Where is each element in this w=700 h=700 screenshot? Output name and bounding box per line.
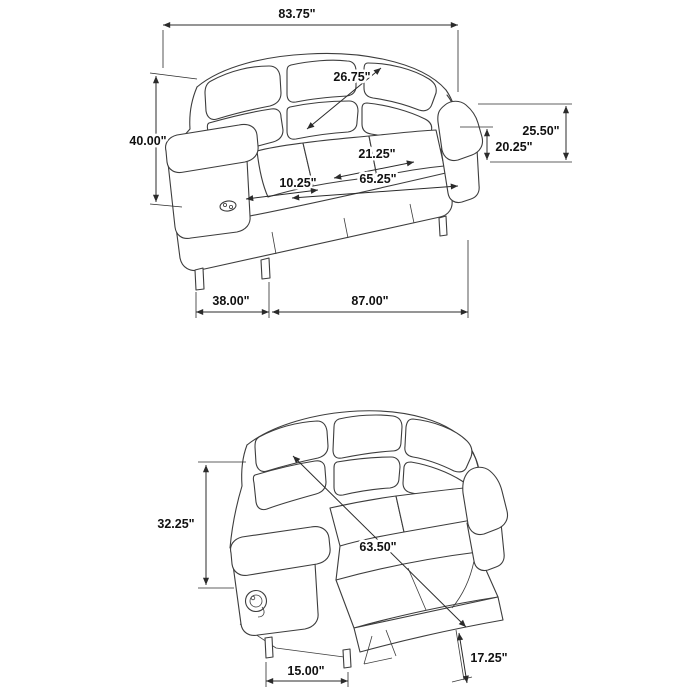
dim-reclined-back-height-label: 32.25" <box>157 517 194 531</box>
sofa-leg <box>264 636 274 659</box>
back-to-arm-edge <box>229 485 243 549</box>
dim-base-depth: 38.00" <box>195 282 270 318</box>
dim-overall-width: 83.75" <box>162 5 459 92</box>
sofa-leg <box>194 267 205 291</box>
dim-base-depth-label: 38.00" <box>212 294 249 308</box>
sofa-leg <box>438 215 448 237</box>
back-left-edge <box>189 86 198 130</box>
skirt-front-edge <box>179 171 453 272</box>
dim-inner-seat-width: 65.25" <box>291 170 459 201</box>
dim-reclined-back-height: 32.25" <box>155 461 246 589</box>
dim-footrest-height-label: 17.25" <box>470 651 507 665</box>
power-button <box>219 200 237 212</box>
left-armrest-top <box>165 123 259 174</box>
right-armrest-top <box>462 466 509 536</box>
skirt-seams <box>271 203 415 255</box>
dim-base-width-label: 87.00" <box>351 294 388 308</box>
back-top-edge <box>196 52 460 128</box>
dim-reclined-length-label: 63.50" <box>359 540 396 554</box>
sofa-leg <box>260 257 271 280</box>
seat-cushion-right <box>395 487 473 533</box>
dim-arm-height: 25.50" <box>478 103 572 163</box>
dim-back-diagonal-label: 26.75" <box>333 70 370 84</box>
dim-seat-depth: 21.25" <box>333 145 415 180</box>
right-armrest-front <box>466 522 505 572</box>
headrest-middle <box>332 414 403 459</box>
dim-seat-depth-label: 21.25" <box>358 147 395 161</box>
dim-arm-width-label: 10.25" <box>279 176 316 190</box>
recliner-handle <box>244 589 268 618</box>
dim-overall-height-label: 40.00" <box>129 134 166 148</box>
dim-overall-height: 40.00" <box>127 72 198 208</box>
sofa-upright-drawing <box>165 52 484 291</box>
dim-footrest-height: 17.25" <box>457 632 510 684</box>
dim-base-width: 87.00" <box>272 240 469 318</box>
dim-seat-to-arm-height: 20.25" <box>460 126 535 160</box>
dim-base-clearance-width: 15.00" <box>265 662 349 687</box>
lumbar-middle <box>333 456 401 496</box>
right-armrest-top <box>437 100 484 162</box>
sofa-leg <box>342 648 352 669</box>
dim-back-diagonal: 26.75" <box>306 68 382 130</box>
lumbar-middle <box>286 100 359 140</box>
dim-overall-width-label: 83.75" <box>278 7 315 21</box>
left-armrest-front <box>167 159 251 239</box>
dim-arm-width: 10.25" <box>245 174 319 202</box>
back-left-edge <box>241 444 248 487</box>
dim-arm-height-label: 25.50" <box>522 124 559 138</box>
dim-seat-to-arm-label: 20.25" <box>495 140 532 154</box>
dim-base-clearance-label: 15.00" <box>287 664 324 678</box>
dim-inner-seat-width-label: 65.25" <box>359 172 396 186</box>
headrest-left <box>204 65 282 121</box>
dim-reclined-length: 63.50" <box>292 455 467 628</box>
